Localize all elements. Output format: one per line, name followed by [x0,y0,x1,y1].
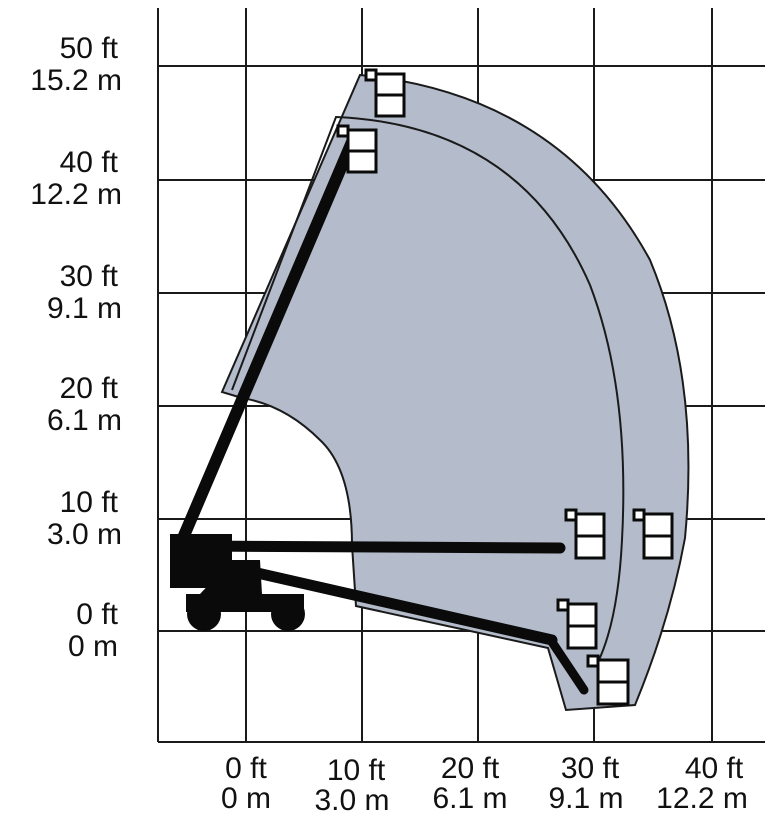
x-tick-label-m: 9.1 m [548,782,623,815]
y-tick-label-m: 9.1 m [47,292,122,325]
platform-top [364,68,406,118]
chassis [200,560,262,594]
x-tick-label-ft: 40 ft [685,752,744,785]
boom-arms [174,136,589,695]
boom-arm-jib [547,637,589,695]
wheel-rear [271,597,305,631]
platforms [336,68,674,706]
x-tick-label-ft: 10 ft [327,754,386,787]
lift-base [170,534,305,631]
y-tick-label-m: 0 m [68,630,118,663]
x-tick-label-ft: 20 ft [441,752,500,785]
outer-envelope [220,73,690,712]
x-tick-label-ft: 30 ft [561,752,620,785]
y-tick-label-ft: 40 ft [60,146,119,179]
platform-mount [586,654,600,668]
platform-low-outer [586,654,630,706]
x-axis-labels: 0 ft 0 m 10 ft 3.0 m 20 ft 6.1 m 30 ft 9… [221,752,748,817]
y-tick-label-m: 3.0 m [47,518,122,551]
platform-mount [364,68,378,82]
y-tick-label-ft: 0 ft [76,598,118,631]
boom-arm-horizontal [190,540,566,554]
x-tick-label-ft: 0 ft [225,752,267,785]
platform-mount [556,598,570,612]
y-tick-label-m: 6.1 m [47,404,122,437]
inner-envelope [231,115,625,663]
platform-low-inner [556,598,598,650]
platform-mount [336,124,350,138]
platform-mount [564,508,578,522]
x-tick-label-m: 6.1 m [432,782,507,815]
y-tick-label-ft: 30 ft [60,260,119,293]
platform-upper [336,124,378,174]
x-tick-label-m: 3.0 m [314,784,389,817]
y-tick-label-ft: 50 ft [60,32,119,65]
x-tick-label-m: 12.2 m [656,782,748,815]
platform-horizontal-inner [564,508,606,560]
wheel-front [187,597,221,631]
y-tick-label-m: 15.2 m [30,64,122,97]
y-tick-label-ft: 10 ft [60,486,119,519]
y-tick-label-ft: 20 ft [60,372,119,405]
y-axis-labels: 50 ft 15.2 m 40 ft 12.2 m 30 ft 9.1 m 20… [30,32,122,663]
x-tick-label-m: 0 m [221,782,271,815]
platform-horizontal-outer [632,508,674,560]
y-tick-label-m: 12.2 m [30,178,122,211]
platform-mount [632,508,646,522]
boom-arm-vertical [174,136,358,551]
